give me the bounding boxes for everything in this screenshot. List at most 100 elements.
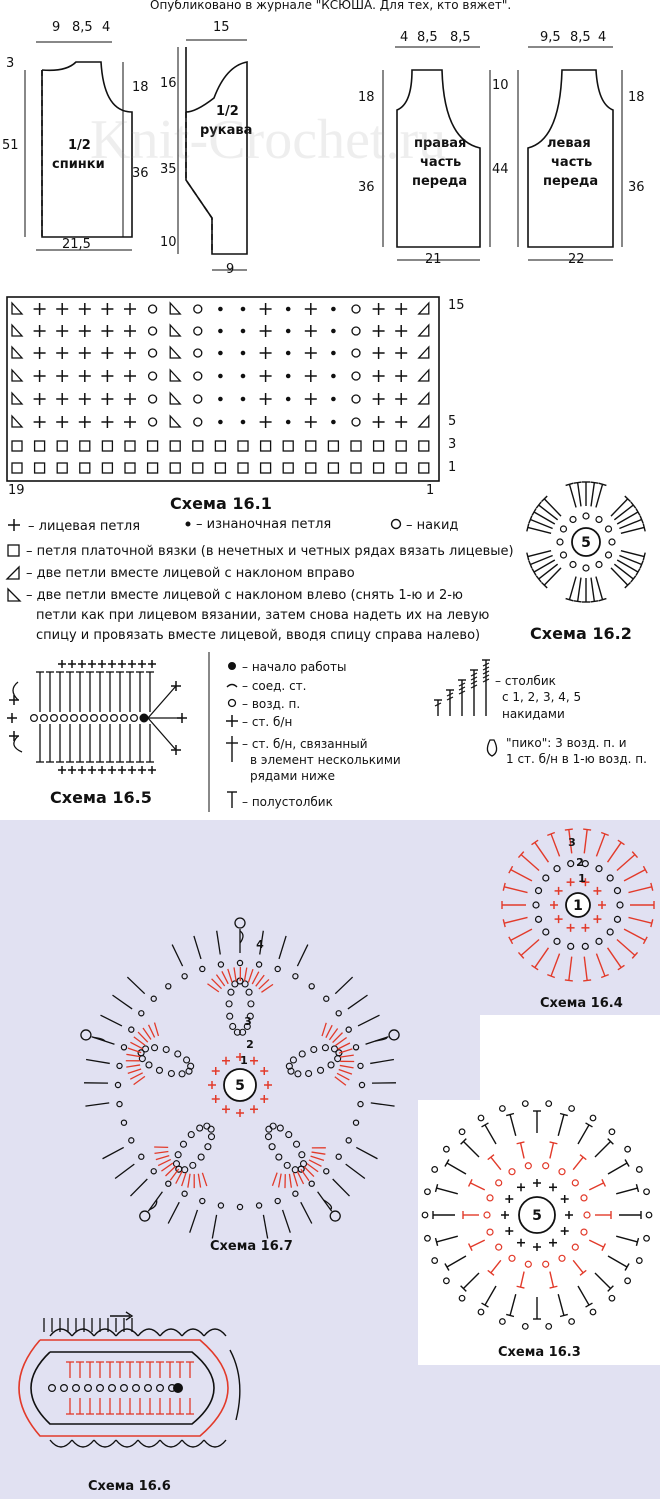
scheme-16-4-stitch — [504, 886, 528, 894]
scheme-16-2-stitch — [538, 504, 559, 521]
scheme-16-2-stitch — [642, 552, 646, 561]
scheme-16-4-chain — [553, 937, 561, 945]
back-bottom-dim: 21,5 — [62, 237, 91, 252]
scheme-16-7-outer-stitch — [317, 1191, 333, 1212]
k2tog-left — [11, 414, 24, 428]
scheme-16-2-stitch — [616, 559, 639, 573]
scheme-16-7-outer-stitch — [100, 1014, 123, 1027]
scheme-16-5-chain — [30, 713, 39, 722]
scheme-16-2-chain — [604, 551, 613, 559]
scheme-16-3-stitch — [506, 1313, 515, 1318]
scheme-16-7-outer-chain — [199, 1197, 206, 1205]
scheme-16-7-chain — [167, 1069, 175, 1078]
scheme-16-7-petal-stitch — [339, 1064, 354, 1069]
scheme-16-2-stitch — [590, 600, 599, 603]
scheme-16-6-red-row — [18, 1339, 229, 1437]
scheme-16-7-chain — [226, 1012, 234, 1020]
scheme-16-7-petal-stitch — [154, 1150, 169, 1155]
scheme-16-7-petal-stitch — [129, 1072, 144, 1080]
scheme-16-7-outer-stitch — [296, 944, 309, 967]
scheme-16-3-outer-chain — [498, 1318, 506, 1325]
k2tog-right — [417, 414, 430, 428]
garter-stitch — [146, 440, 159, 452]
scheme-16-7-chain — [327, 1061, 335, 1069]
scheme-16-7-chain — [207, 1133, 216, 1141]
left-front-top-dim-2: 8,5 — [570, 30, 591, 45]
scheme-16-4-stitch — [583, 956, 588, 981]
scheme-16-7-petal-stitch — [321, 1022, 327, 1037]
scheme-16-7-petal-stitch — [197, 1173, 202, 1188]
scheme-16-6-chain — [107, 1383, 116, 1392]
scheme-16-7-chain — [187, 1062, 195, 1070]
scheme-16-4-stitch — [510, 869, 533, 882]
scheme-16-7-outer-chain — [358, 1081, 366, 1089]
legend-k2tog-left-symbol — [7, 587, 22, 602]
scheme-16-7-picot — [139, 1210, 151, 1222]
scheme-16-2-stitch — [620, 526, 645, 534]
scheme-16-2-stitch — [565, 597, 574, 602]
scheme-16-7-outer-stitch — [356, 1146, 378, 1160]
scheme-16-3-stitch — [549, 1141, 558, 1145]
scheme-16-2-stitch — [526, 552, 530, 561]
legend-k2tog-left-text-3: спицу и провязать вместе лицевой, вводя … — [36, 628, 481, 643]
scheme-16-6-arc — [181, 1439, 205, 1448]
scheme-16-4-chain — [567, 860, 575, 868]
purl-stitch — [331, 396, 336, 402]
scheme-16-7-petal-stitch — [157, 1158, 172, 1167]
yarn-over — [193, 371, 203, 381]
scheme-16-5-chain — [59, 713, 68, 722]
left-front-name-l3: переда — [543, 174, 599, 189]
scheme-16-7-outer-chain — [292, 1190, 299, 1197]
scheme-16-7-petal-stitch — [300, 1168, 310, 1182]
scheme-16-4-chain — [616, 901, 624, 909]
left-front-top-dim-1: 9,5 — [540, 30, 561, 45]
yarn-over — [147, 371, 158, 381]
scheme-16-4-center-label: 1 — [573, 898, 583, 914]
scheme-16-3-stitch — [557, 1294, 565, 1316]
scheme-16-2-stitch — [624, 581, 632, 589]
scheme-16-7-picot — [388, 1029, 400, 1041]
garter-stitch — [192, 440, 204, 452]
k2tog-left — [169, 414, 182, 428]
garter-stitch — [282, 462, 294, 474]
garter-stitch — [327, 440, 340, 452]
garter-stitch — [350, 440, 362, 452]
scheme-16-7-chain — [203, 1122, 211, 1130]
scheme-16-2-stitch — [527, 526, 552, 534]
scheme-16-3-outer-chain — [624, 1277, 632, 1285]
scheme-16-7-chain — [225, 1000, 233, 1008]
right-front-top-dim-3: 8,5 — [450, 30, 471, 45]
purl-stitch — [285, 396, 291, 402]
scheme-16-7-outer-chain — [138, 1010, 145, 1017]
scheme-16-7-petal-stitch — [181, 1172, 187, 1187]
legend-slip-symbol — [226, 683, 238, 688]
purl-stitch — [331, 306, 336, 312]
scheme-16-7-petal-stitch — [126, 1064, 141, 1068]
scheme-16-2-stitch — [624, 495, 632, 503]
scheme-16-3-outer-chain — [645, 1211, 653, 1219]
scheme-16-7-outer-stitch — [189, 1209, 199, 1233]
scheme-16-5-chain — [89, 713, 98, 722]
scheme-16-2-chain — [608, 538, 616, 546]
purl-stitch — [218, 328, 223, 334]
scheme-16-2-chain — [559, 525, 568, 533]
k2tog-left — [11, 345, 24, 359]
scheme-16-3-stitch — [487, 1269, 495, 1276]
garter-stitch — [79, 462, 91, 474]
scheme-16-7-outer-stitch — [193, 935, 202, 960]
scheme-16-7-outer-stitch — [259, 930, 264, 955]
scheme-16-7-petal-stitch — [142, 1027, 152, 1040]
scheme-16-3-stitch — [516, 1141, 525, 1145]
scheme-16-3-stitch — [585, 1122, 593, 1128]
scheme-16-3-stitch — [601, 1243, 607, 1252]
scheme-16-7-outer-stitch — [300, 1201, 313, 1224]
scheme-16-5-picot — [12, 681, 19, 701]
scheme-16-7-petal-stitch — [153, 1022, 160, 1037]
col-number-19: 19 — [8, 483, 25, 498]
scheme-16-7-outer-stitch — [102, 1146, 124, 1160]
scheme-16-2-stitch — [543, 498, 562, 517]
scheme-16-6-chain — [47, 1383, 56, 1392]
scheme-16-3-outer-chain — [624, 1145, 632, 1153]
scheme-16-7-chain — [204, 1143, 212, 1151]
scheme-16-7-outer-chain — [150, 995, 157, 1002]
